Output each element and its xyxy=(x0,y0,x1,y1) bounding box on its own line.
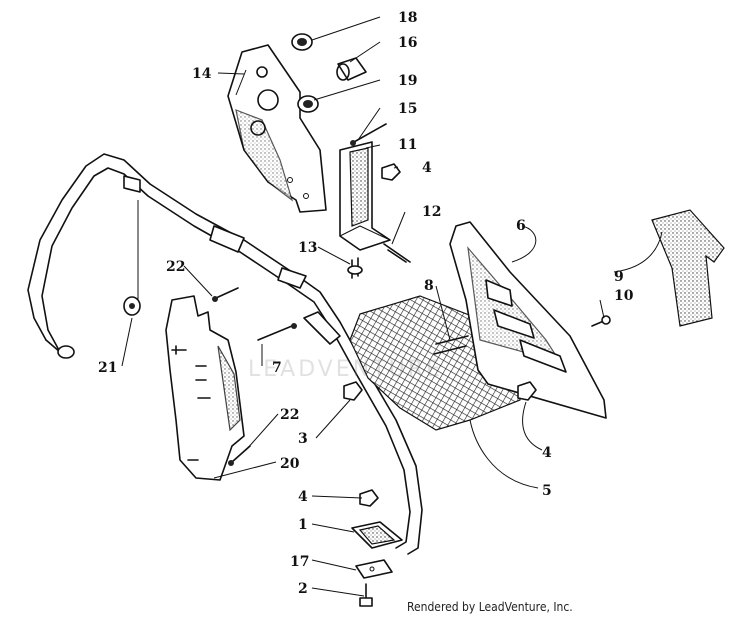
callout-19: 19 xyxy=(398,73,417,89)
callout-12: 12 xyxy=(422,204,441,220)
callout-18: 18 xyxy=(398,10,417,26)
callout-2: 2 xyxy=(298,581,308,597)
nut-right xyxy=(517,381,537,401)
screw-7 xyxy=(257,323,297,341)
bolt-12 xyxy=(383,243,411,263)
callout-9: 9 xyxy=(614,269,624,285)
callout-22-upper: 22 xyxy=(166,259,185,275)
nut-upper xyxy=(381,163,401,181)
bushing xyxy=(336,57,367,81)
leader-lines xyxy=(121,16,663,597)
callout-15: 15 xyxy=(398,101,417,117)
side-plate xyxy=(165,295,245,481)
watermark-text: LEADVENTURE xyxy=(248,357,443,382)
callouts: 18 16 14 19 15 11 4 12 6 13 9 22 8 10 21… xyxy=(98,10,634,597)
callout-21: 21 xyxy=(98,360,117,376)
callout-22-lower: 22 xyxy=(280,407,299,423)
callout-20: 20 xyxy=(280,456,300,472)
backing-plate-17 xyxy=(355,559,393,579)
screw-upper xyxy=(212,287,239,302)
grommet-lower xyxy=(297,95,319,113)
nut-lower xyxy=(359,489,379,507)
callout-16: 16 xyxy=(398,35,417,51)
studs xyxy=(171,345,211,461)
callout-13: 13 xyxy=(298,240,317,256)
callout-4-right: 4 xyxy=(542,445,552,461)
callout-5: 5 xyxy=(542,483,552,499)
callout-4-lower: 4 xyxy=(298,489,308,505)
tab-bracket xyxy=(303,311,341,345)
callout-10: 10 xyxy=(614,288,634,304)
callout-3: 3 xyxy=(298,431,308,447)
callout-17: 17 xyxy=(290,554,309,570)
foam-block xyxy=(651,209,725,327)
callout-4-upper: 4 xyxy=(422,160,432,176)
tube-clamp xyxy=(123,175,307,316)
callout-1: 1 xyxy=(298,517,308,533)
support-bracket xyxy=(339,141,391,251)
bolt-15 xyxy=(350,123,387,146)
side-panel xyxy=(449,221,607,419)
mounting-plate xyxy=(227,44,327,213)
callout-11: 11 xyxy=(398,137,417,153)
stud-13 xyxy=(347,257,363,279)
bolt-2 xyxy=(359,583,373,607)
screw-10 xyxy=(591,315,611,327)
pin-8 xyxy=(433,335,469,355)
callout-6: 6 xyxy=(516,218,526,234)
grommet-upper xyxy=(291,33,313,51)
clamp-plate xyxy=(351,521,403,549)
callout-8: 8 xyxy=(424,278,434,294)
credit-text: Rendered by LeadVenture, Inc. xyxy=(407,600,573,614)
nut-3 xyxy=(343,381,363,401)
callout-14: 14 xyxy=(192,66,212,82)
callout-7: 7 xyxy=(272,360,282,376)
